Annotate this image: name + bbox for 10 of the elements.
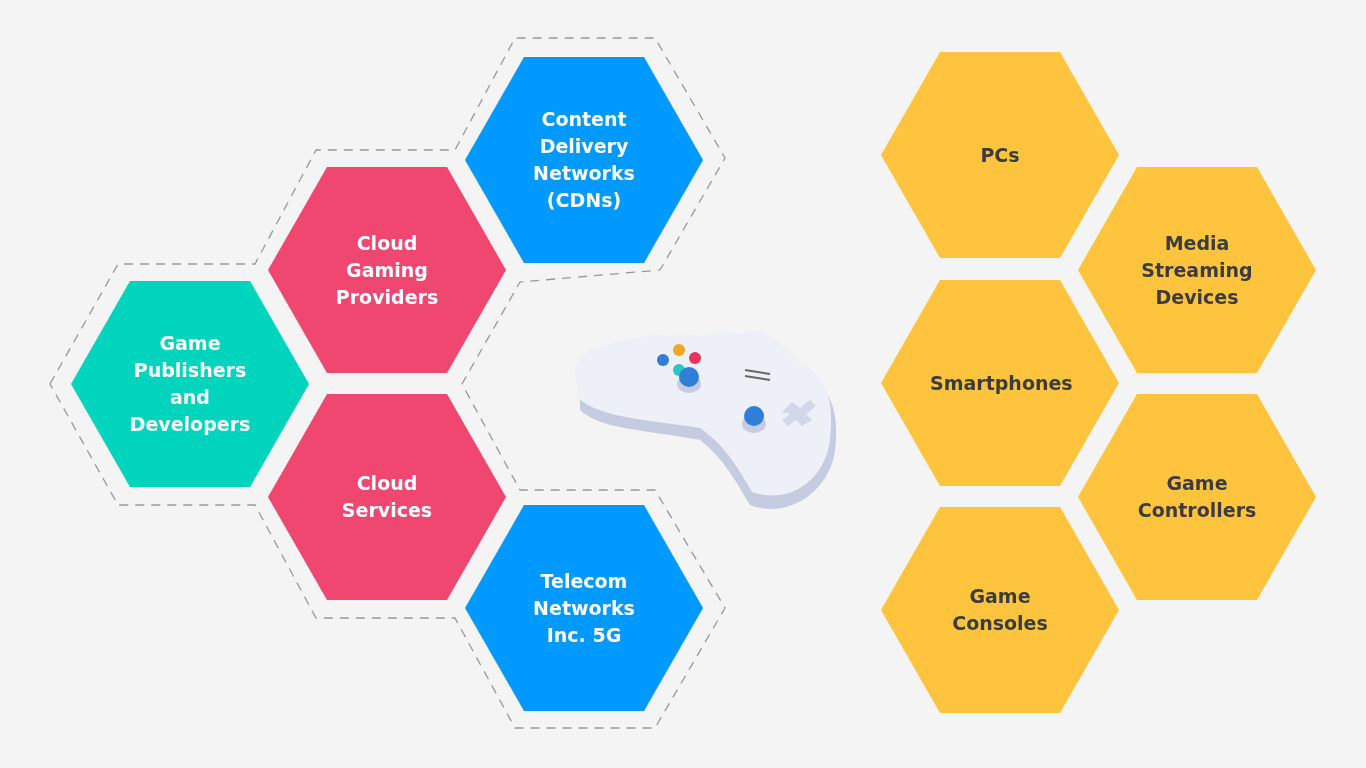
hexagon-label: Game Controllers (1136, 471, 1258, 523)
hexagon-label: Smartphones (930, 370, 1070, 396)
hexagon-label: Content Delivery Networks (CDNs) (532, 107, 636, 213)
hexagon-label: Cloud Gaming Providers (334, 230, 440, 310)
hexagon-label: PCs (979, 142, 1021, 168)
hexagon-label: Telecom Networks Inc. 5G (532, 568, 636, 648)
hexagon-label: Cloud Services (340, 471, 434, 523)
hexagon-label: Game Consoles (951, 584, 1049, 636)
hexagon-label: Media Streaming Devices (1140, 230, 1254, 310)
hexagon-label: Game Publishers and Developers (128, 331, 252, 437)
